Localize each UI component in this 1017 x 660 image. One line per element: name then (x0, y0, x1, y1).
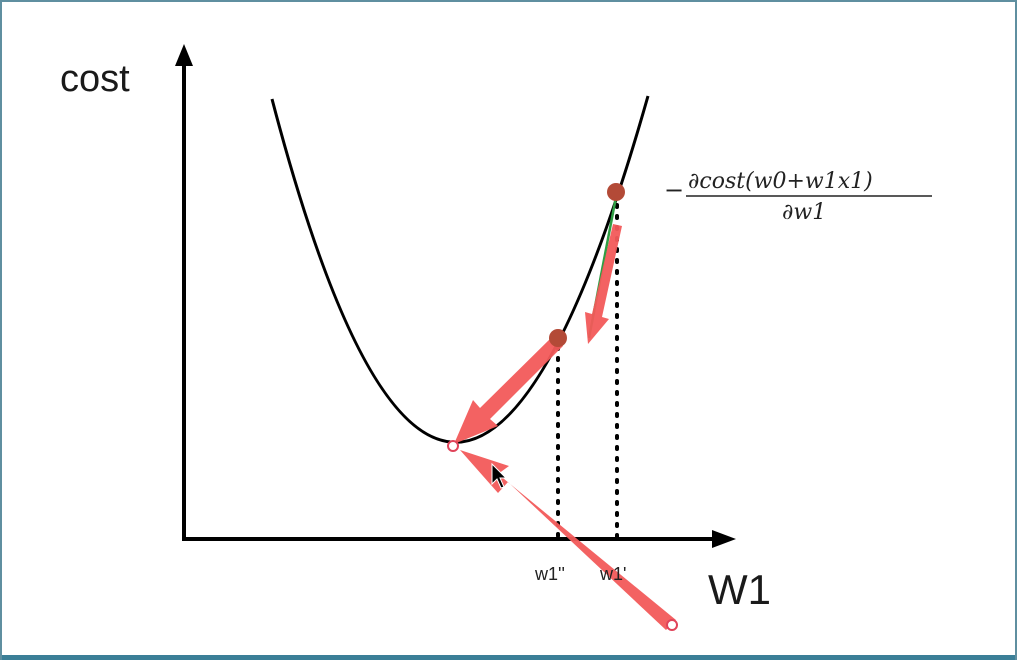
tick-label-w1-double-prime: w1'' (534, 564, 565, 584)
tick-label-w1-prime: w1' (599, 564, 626, 584)
axes (175, 44, 736, 548)
arrow-start-marker (666, 619, 678, 631)
y-axis-arrowhead (175, 44, 193, 66)
annotation-arrows (454, 224, 676, 630)
red-arrow-step-1 (585, 224, 622, 344)
window-bottom-bar (2, 655, 1015, 660)
formula-sign: − (664, 176, 684, 204)
x-axis-label: W1 (708, 566, 771, 613)
mouse-cursor-icon (491, 462, 508, 489)
y-axis-label: cost (60, 58, 130, 100)
x-axis-arrowhead (712, 530, 736, 548)
minimum-marker (447, 440, 459, 452)
formula-denominator: ∂w1 (782, 200, 826, 225)
red-arrow-pointer (460, 450, 676, 630)
gradient-formula: − ∂cost(w0+w1x1) ∂w1 (664, 169, 932, 225)
cost-curve (270, 95, 650, 444)
formula-numerator: ∂cost(w0+w1x1) (688, 169, 873, 194)
red-arrow-step-2 (454, 335, 563, 444)
point-w1-double-prime (549, 329, 567, 347)
point-w1-prime (607, 183, 625, 201)
